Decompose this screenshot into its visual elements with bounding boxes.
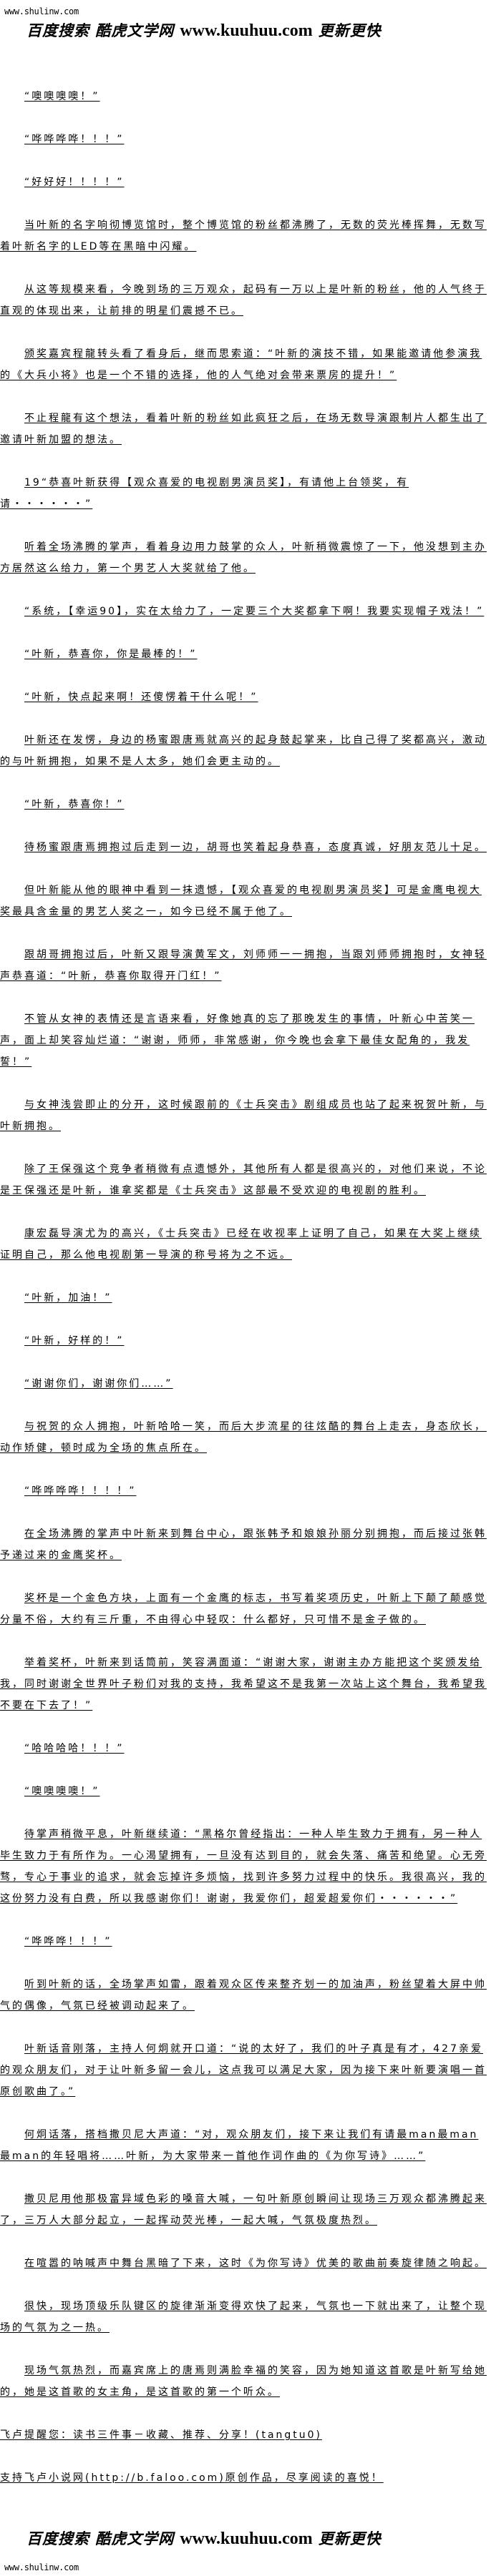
- paragraph: 何炯话落，搭档撒贝尼大声道：“对，观众朋友们，接下来让我们有请最man最man最…: [0, 2129, 479, 2162]
- footer-reminder: 飞卢提醒您：读书三件事－收藏、推荐、分享！(tangtu0): [0, 2429, 323, 2441]
- paragraph: 颁奖嘉宾程龍转头看了看身后，继而思索道：“叶新的演技不错，如果能邀请他参演我的《…: [0, 348, 482, 381]
- logo-tagline: 更新更快: [318, 2530, 381, 2547]
- logo-chinese-text: 百度搜索 酷虎文学网: [26, 21, 175, 39]
- paragraph: 除了王保强这个竞争者稍微有点遗憾外，其他所有人都是很高兴的，对他们来说，不论是王…: [0, 1164, 487, 1196]
- paragraph: “噢噢噢噢！”: [24, 91, 100, 102]
- paragraph: “哗哗哗！！！”: [24, 1936, 112, 1947]
- paragraph: “叶新，恭喜你！”: [24, 799, 125, 810]
- paragraph: “叶新，好样的！”: [24, 1335, 125, 1347]
- chapter-content: “噢噢噢噢！” “哗哗哗哗！！！” “好好好！！！！” 当叶新的名字响彻博览馆时，整个…: [0, 86, 488, 2510]
- paragraph: “哈哈哈哈！！！”: [24, 1743, 125, 1754]
- paragraph: 在全场沸腾的掌声中叶新来到舞台中心，跟张韩予和娘娘孙丽分别拥抱，而后接过张韩予递…: [0, 1528, 487, 1561]
- paragraph: 与祝贺的众人拥抱，叶新哈哈一笑，而后大步流星的往炫酷的舞台上走去，身态欣长，动作…: [0, 1421, 487, 1454]
- paragraph: “系统，【幸运90】，实在太给力了，一定要三个大奖都拿下啊！我要实现帽子戏法！”: [24, 606, 485, 617]
- paragraph: 撒贝尼用他那极富异域色彩的嗓音大喊，一句叶新原创瞬间让现场三万观众都沸腾起来了，…: [0, 2193, 487, 2226]
- paragraph: “叶新，快点起来啊！还傻愣着干什么呢！”: [24, 692, 258, 703]
- paragraph: 19“恭喜叶新获得【观众喜爱的电视剧男演员奖】，有请他上台领奖，有请・・・・・・…: [0, 477, 409, 510]
- paragraph: 奖杯是一个金色方块，上面有一个金鹰的标志，书写着奖项历史，叶新上下颠了颠感觉分量…: [0, 1593, 487, 1626]
- site-logo-top: 百度搜索 酷虎文学网 www.kuuhuu.com 更新更快: [26, 21, 456, 40]
- site-url-bottom: www.shulinw.com: [4, 2562, 79, 2572]
- paragraph: 很快，现场顶级乐队键区的旋律渐渐变得欢快了起来，气氛也一下就出来了，让整个现场的…: [0, 2301, 487, 2334]
- logo-url-text: www.kuuhuu.com: [180, 21, 313, 40]
- paragraph: 待杨蜜跟唐焉拥抱过后走到一边，胡哥也笑着起身恭喜，态度真诚，好朋友范儿十足。: [24, 842, 487, 853]
- paragraph: 待掌声稍微平息，叶新继续道：“黑格尔曾经指出：一种人毕生致力于拥有，另一种人毕生…: [0, 1829, 487, 1904]
- paragraph: 不止程龍有这个想法，看着叶新的粉丝如此疯狂之后，在场无数导演跟制片人都生出了邀请…: [0, 413, 487, 446]
- paragraph: 但叶新能从他的眼神中看到一抹遗憾，【观众喜爱的电视剧男演员奖】可是金鹰电视大奖最…: [0, 885, 482, 918]
- paragraph: “好好好！！！！”: [24, 177, 125, 188]
- paragraph: 叶新还在发愣，身边的杨蜜跟唐焉就高兴的起身鼓起掌来，比自己得了奖都高兴，激动的与…: [0, 734, 487, 767]
- paragraph: “哗哗哗哗！！！”: [24, 134, 125, 145]
- paragraph: “哗哗哗哗！！！！”: [24, 1485, 137, 1497]
- paragraph: 听着全场沸腾的掌声，看着身边用力鼓掌的众人，叶新稍微震惊了一下，他没想到主办方居…: [0, 541, 487, 574]
- paragraph: 跟胡哥拥抱过后，叶新又跟导演黄军文，刘师师一一拥抱，当跟刘师师拥抱时，女神轻声恭…: [0, 949, 487, 982]
- paragraph: 现场气氛热烈，而嘉宾席上的唐焉则满脸幸福的笑容，因为她知道这首歌是叶新写给她的，…: [0, 2365, 487, 2398]
- paragraph: “叶新，加油！”: [24, 1292, 112, 1304]
- paragraph: 叶新话音刚落，主持人何炯就开口道：“说的太好了，我们的叶子真是有才，427亲爱的…: [0, 2043, 487, 2098]
- paragraph: “谢谢你们，谢谢你们……”: [24, 1378, 173, 1390]
- paragraph: 从这等规模来看，今晚到场的三万观众，起码有一万以上是叶新的粉丝，他的人气终于直观…: [0, 284, 487, 317]
- logo-url-text: www.kuuhuu.com: [180, 2530, 313, 2548]
- paragraph: 在喧嚣的呐喊声中舞台黑暗了下来，这时《为你写诗》优美的歌曲前奏旋律随之响起。: [24, 2258, 487, 2269]
- logo-chinese-text: 百度搜索 酷虎文学网: [26, 2530, 175, 2547]
- paragraph: “叶新，恭喜你，你是最棒的！”: [24, 649, 198, 660]
- paragraph: 不管从女神的表情还是言语来看，好像她真的忘了那晚发生的事情，叶新心中苦笑一声，面…: [0, 1013, 475, 1068]
- logo-tagline: 更新更快: [318, 21, 381, 39]
- site-logo-bottom: 百度搜索 酷虎文学网 www.kuuhuu.com 更新更快: [26, 2530, 456, 2548]
- paragraph: 听到叶新的话，全场掌声如雷，跟着观众区传来整齐划一的加油声，粉丝望着大屏中帅气的…: [0, 1979, 487, 2012]
- paragraph: 康宏磊导演尤为的高兴，《士兵突击》已经在收视率上证明了自己，如果在大奖上继续证明…: [0, 1228, 482, 1261]
- footer-support-note: 支持飞卢小说网(http://b.faloo.com)原创作品，尽享阅读的喜悦！: [0, 2472, 384, 2484]
- site-url-top: www.shulinw.com: [4, 6, 79, 16]
- paragraph: 举着奖杯，叶新来到话筒前，笑容满面道：“谢谢大家，谢谢主办方能把这个奖颁发给我，…: [0, 1657, 487, 1711]
- paragraph: 与女神浅尝即止的分开，这时候跟前的《士兵突击》剧组成员也站了起来祝贺叶新，与叶新…: [0, 1099, 487, 1132]
- paragraph: 当叶新的名字响彻博览馆时，整个博览馆的粉丝都沸腾了，无数的荧光棒挥舞，无数写着叶…: [0, 220, 487, 252]
- paragraph: “噢噢噢噢！”: [24, 1786, 100, 1797]
